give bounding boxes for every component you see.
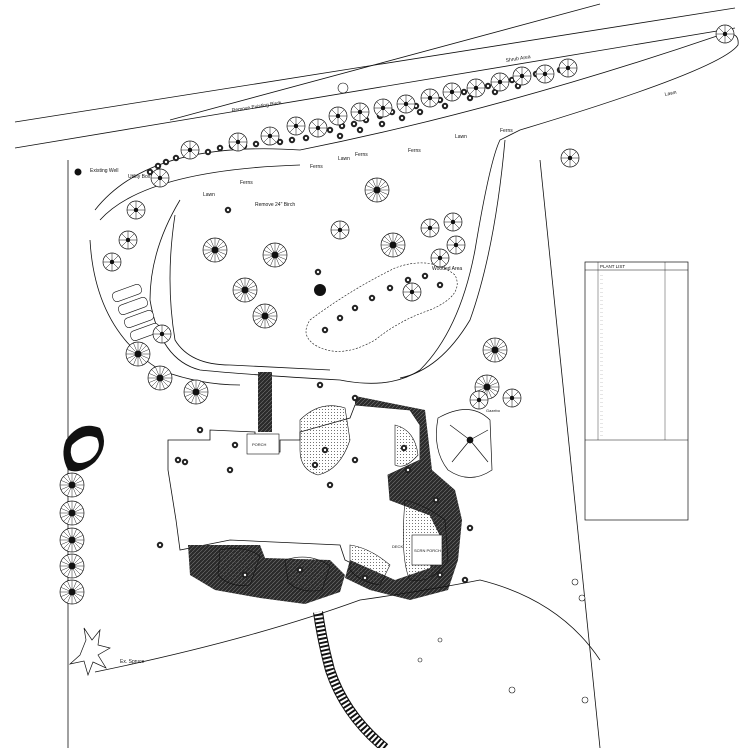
left-planting-bed-inner xyxy=(70,436,99,463)
parking-stalls xyxy=(112,283,160,342)
label-remove-birch: Remove 24" Birch xyxy=(255,202,295,208)
plant-schedule-row: ... xyxy=(600,343,603,347)
label-utility-box: Utility Box xyxy=(128,174,151,180)
label-screened-porch: SCRN PORCH xyxy=(414,548,441,553)
plant-schedule-row: ... xyxy=(600,371,603,375)
entry-path-inner xyxy=(314,611,388,748)
plant-schedule-row: ... xyxy=(600,281,603,285)
plant-schedule-row: ... xyxy=(600,347,603,351)
plant-schedule-row: ... xyxy=(600,273,603,277)
plant-schedule-row: ... xyxy=(600,294,603,298)
plant-schedule-heading: PLANT LIST xyxy=(600,264,625,269)
label-deck: DECK xyxy=(392,544,403,549)
label-lawn-3: Lawn xyxy=(203,192,215,198)
right-side-markers xyxy=(417,578,589,704)
plant-schedule-row: ... xyxy=(600,330,603,334)
label-ferns-1: Ferns xyxy=(500,128,513,134)
plant-schedule-row: ... xyxy=(600,363,603,367)
plant-schedule-row: ... xyxy=(600,376,603,380)
plant-schedule-row: ... xyxy=(600,412,603,416)
plant-schedule-row: ... xyxy=(600,359,603,363)
plant-schedule-row: ... xyxy=(600,404,603,408)
label-lawn-2: Lawn xyxy=(338,156,350,162)
label-ferns-5: Ferns xyxy=(240,180,253,186)
plant-schedule-row: ... xyxy=(600,339,603,343)
driveway xyxy=(89,33,739,386)
label-ferns-3: Ferns xyxy=(355,152,368,158)
plant-schedule-row: ... xyxy=(600,306,603,310)
north-marker xyxy=(337,82,349,94)
plant-schedule-row: ... xyxy=(600,314,603,318)
plant-schedule-row: ... xyxy=(600,277,603,281)
label-spruce: Ex. Spruce xyxy=(120,659,145,665)
plant-schedule-row: ... xyxy=(600,408,603,412)
tree-column-left xyxy=(59,472,85,605)
plant-schedule-row: ... xyxy=(600,285,603,289)
plant-schedule-row: ... xyxy=(600,298,603,302)
porch-screened xyxy=(411,534,443,566)
plant-schedule-row: ... xyxy=(600,421,603,425)
plant-schedule-row: ... xyxy=(600,380,603,384)
label-wooded-area: Wooded Area xyxy=(432,266,462,272)
terrace-right xyxy=(345,396,462,600)
plan-labels: Remove Existing Birch Shrub Area Lawn Fe… xyxy=(90,54,677,665)
plant-schedule-row: ... xyxy=(600,392,603,396)
label-gazebo: Gazebo xyxy=(486,408,501,413)
plant-schedule-row: ... xyxy=(600,351,603,355)
plant-schedule-row: ... xyxy=(600,400,603,404)
plant-schedule-row: ... xyxy=(600,388,603,392)
plant-schedule-row: ... xyxy=(600,322,603,326)
plant-schedule-row: ... xyxy=(600,384,603,388)
plant-schedule-row: ... xyxy=(600,425,603,429)
label-lawn-1: Lawn xyxy=(455,134,467,140)
plant-schedule: PLANT LIST .............................… xyxy=(584,261,689,521)
label-remove-existing-birch: Remove Existing Birch xyxy=(231,100,282,114)
plant-schedule-frame xyxy=(584,261,689,521)
plant-schedule-row: ... xyxy=(600,318,603,322)
well-marker xyxy=(74,168,82,176)
plant-schedule-row: ... xyxy=(600,433,603,437)
wooded-area-outline xyxy=(305,262,458,352)
tree-cluster-interior xyxy=(125,148,580,410)
plant-schedule-row: ... xyxy=(600,367,603,371)
plant-schedule-row: ... xyxy=(600,335,603,339)
label-shrub-area: Shrub Area xyxy=(505,54,531,64)
spruce-symbol xyxy=(68,627,111,677)
plant-schedule-row: ... xyxy=(600,429,603,433)
plant-schedule-row: ... xyxy=(600,355,603,359)
label-porch: PORCH xyxy=(252,442,267,447)
label-ferns-2: Ferns xyxy=(408,148,421,154)
plant-schedule-row: ... xyxy=(600,326,603,330)
gazebo xyxy=(436,409,493,478)
plant-schedule-row: ... xyxy=(600,310,603,314)
label-ferns-4: Ferns xyxy=(310,164,323,170)
plant-schedule-row: ... xyxy=(600,396,603,400)
label-lawn-top: Lawn xyxy=(664,90,677,98)
bottom-lawn-edge xyxy=(94,579,601,673)
plant-schedule-row: ... xyxy=(600,302,603,306)
plant-schedule-row: ... xyxy=(600,417,603,421)
label-existing-well: Existing Well xyxy=(90,168,119,174)
walkway xyxy=(258,372,272,432)
plant-schedule-row: ... xyxy=(600,289,603,293)
entry-path xyxy=(313,611,389,748)
wooded-area-plants xyxy=(314,268,444,334)
plant-schedule-rows: ........................................… xyxy=(600,273,603,437)
porch-top xyxy=(246,433,280,455)
